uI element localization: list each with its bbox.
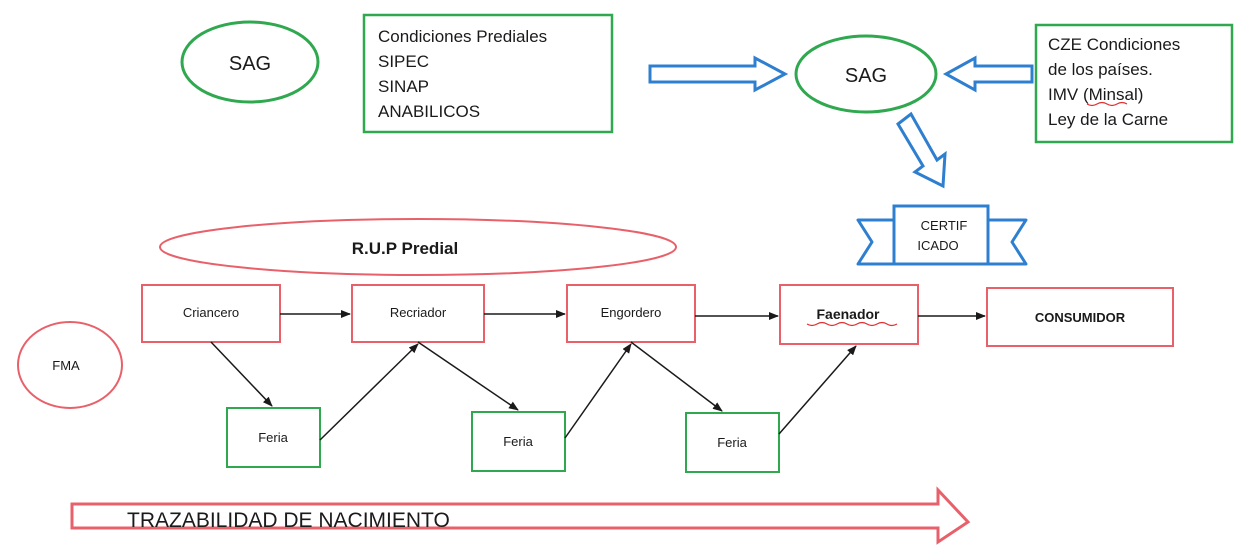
- traceability-label: TRAZABILIDAD DE NACIMIENTO: [127, 509, 450, 532]
- condition-item: CZE Condiciones: [1048, 35, 1180, 54]
- fma-label: FMA: [52, 358, 80, 373]
- feria-label: Feria: [717, 435, 747, 450]
- feria-node-3: Feria: [685, 412, 780, 473]
- requirements-box: Condiciones Prediales SIPEC SINAP ANABIL…: [362, 13, 614, 134]
- requirement-item: SINAP: [378, 77, 429, 96]
- criancero-node: Criancero: [141, 284, 281, 343]
- arrow-feria-faenador: [778, 345, 857, 435]
- traceability-arrow: TRAZABILIDAD DE NACIMIENTO: [70, 486, 971, 545]
- requirement-item: ANABILICOS: [378, 102, 480, 121]
- arrow-feria-engordero: [564, 343, 632, 439]
- requirement-item: Condiciones Prediales: [378, 27, 547, 46]
- engordero-label: Engordero: [601, 305, 662, 320]
- feria-label: Feria: [503, 434, 533, 449]
- engordero-node: Engordero: [566, 284, 696, 343]
- blue-arrow-down: [896, 111, 947, 189]
- recriador-node: Recriador: [351, 284, 485, 343]
- sag-left-label: SAG: [229, 53, 271, 75]
- certificate-label: CERTIF: [921, 218, 968, 233]
- arrow-recriador-feria: [417, 341, 519, 411]
- feria-label: Feria: [258, 430, 288, 445]
- certificate-ribbon: CERTIF ICADO: [856, 204, 1028, 266]
- condition-item: Ley de la Carne: [1048, 110, 1168, 129]
- condition-item: de los países.: [1048, 60, 1153, 79]
- consumidor-node: CONSUMIDOR: [986, 287, 1174, 347]
- arrow-engordero-feria: [630, 341, 723, 412]
- condition-item: IMV (Minsal): [1048, 85, 1143, 104]
- sag-right-node: SAG: [794, 34, 938, 114]
- arrow-feria-recriador: [319, 343, 419, 441]
- arrow-criancero-feria: [210, 341, 273, 407]
- feria-node-1: Feria: [226, 407, 321, 468]
- faenador-label: Faenador: [816, 306, 880, 322]
- feria-node-2: Feria: [471, 411, 566, 472]
- rup-predial-label: R.U.P Predial: [352, 239, 458, 258]
- fma-node: FMA: [17, 321, 123, 409]
- sag-left-node: SAG: [180, 20, 320, 104]
- blue-arrow-right: [648, 55, 789, 93]
- rup-predial-node: R.U.P Predial: [159, 218, 677, 276]
- criancero-label: Criancero: [183, 305, 239, 320]
- certificate-label: ICADO: [917, 238, 958, 253]
- consumidor-label: CONSUMIDOR: [1035, 310, 1126, 325]
- faenador-node: Faenador: [779, 284, 919, 345]
- requirement-item: SIPEC: [378, 52, 429, 71]
- recriador-label: Recriador: [390, 305, 447, 320]
- blue-arrow-left: [942, 55, 1034, 93]
- sag-right-label: SAG: [845, 65, 887, 87]
- country-conditions-box: CZE Condiciones de los países. IMV (Mins…: [1034, 23, 1234, 144]
